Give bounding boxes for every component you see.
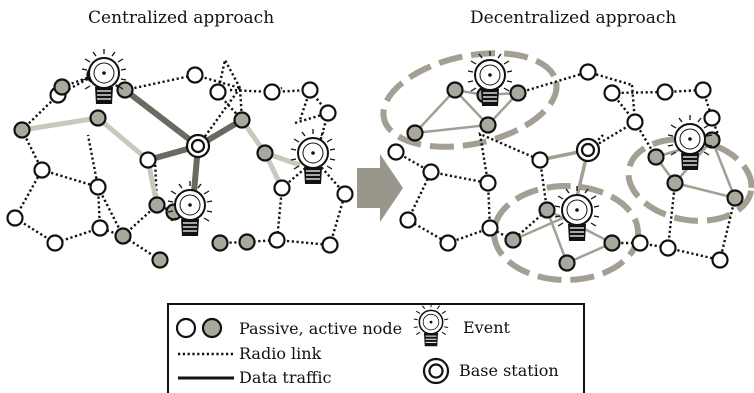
legend-base-station-icon [422,357,450,385]
transition-arrow [357,154,403,222]
legend-base-label: Base station [459,361,559,380]
legend-radio-label: Radio link [239,344,322,363]
decentralized-nodes [387,63,744,272]
decentralized-base-station [575,137,601,163]
centralized-base-station [185,133,211,159]
legend-node-swatches [175,317,223,339]
centralized-title: Centralized approach [88,8,275,28]
legend-node-label: Passive, active node [239,319,403,338]
centralized-nodes [6,66,354,269]
legend-traffic-label: Data traffic [239,368,332,387]
legend-box [167,303,585,393]
decentralized-title: Decentralized approach [470,8,677,28]
legend-event-label: Event [463,318,510,337]
